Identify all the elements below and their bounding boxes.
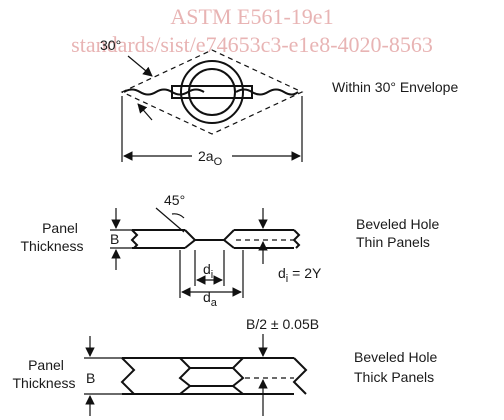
thin-side-label-1: Panel: [42, 220, 78, 236]
da-label: da: [203, 289, 218, 309]
envelope-diamond: [120, 49, 304, 135]
thin-angle-label: 45°: [164, 192, 185, 208]
thick-break-left: [120, 357, 136, 395]
hole-inner-ring: [188, 68, 236, 116]
thin-panel-figure: 45° B Panel Thickness di da di = 2Y Beve…: [20, 192, 439, 309]
di-label: di: [203, 261, 213, 281]
notch-slot: [171, 85, 253, 99]
thin-break-right: [292, 229, 301, 249]
watermark-title: ASTM E561-19e1: [170, 4, 333, 29]
thin-caption-2: Thin Panels: [356, 234, 430, 250]
thin-caption-1: Beveled Hole: [356, 216, 439, 232]
thin-thickness-symbol: B: [110, 231, 119, 247]
watermark-url: standards/sist/e74653c3-e1e8-4020-8563: [71, 32, 433, 57]
thick-side-label-1: Panel: [28, 357, 64, 373]
thin-bevel-left: [184, 229, 197, 249]
envelope-caption: Within 30° Envelope: [332, 79, 458, 95]
top-angle-arrow-lower: [137, 103, 153, 121]
thick-caption-1: Beveled Hole: [354, 349, 437, 365]
hole-outer-ring: [180, 60, 244, 124]
dim-2ao-label: 2aO: [198, 148, 223, 168]
crack-right: [235, 88, 299, 96]
thin-break-left: [130, 229, 139, 249]
thin-angle-arc: [171, 213, 185, 219]
thick-bevel-left: [178, 357, 192, 395]
di-relation: di = 2Y: [278, 265, 322, 285]
thick-break-right: [292, 357, 308, 395]
thick-bevel-right: [231, 357, 245, 395]
thick-side-label-2: Thickness: [12, 375, 75, 391]
thick-caption-2: Thick Panels: [354, 369, 434, 385]
thin-bevel-right: [222, 229, 235, 249]
top-angle-arrow-upper: [127, 55, 153, 77]
thin-angle-leader: [155, 207, 185, 233]
top-angle-label: 30°: [100, 37, 121, 53]
crack-left: [123, 88, 205, 96]
envelope-figure: 30° 2aO Within 30° Envelope: [100, 37, 458, 168]
thin-side-label-2: Thickness: [20, 238, 83, 254]
thick-panel-figure: B Panel Thickness B/2 ± 0.05B Beveled Ho…: [12, 316, 437, 416]
thick-offset-label: B/2 ± 0.05B: [246, 316, 319, 332]
thick-thickness-symbol: B: [86, 370, 95, 386]
